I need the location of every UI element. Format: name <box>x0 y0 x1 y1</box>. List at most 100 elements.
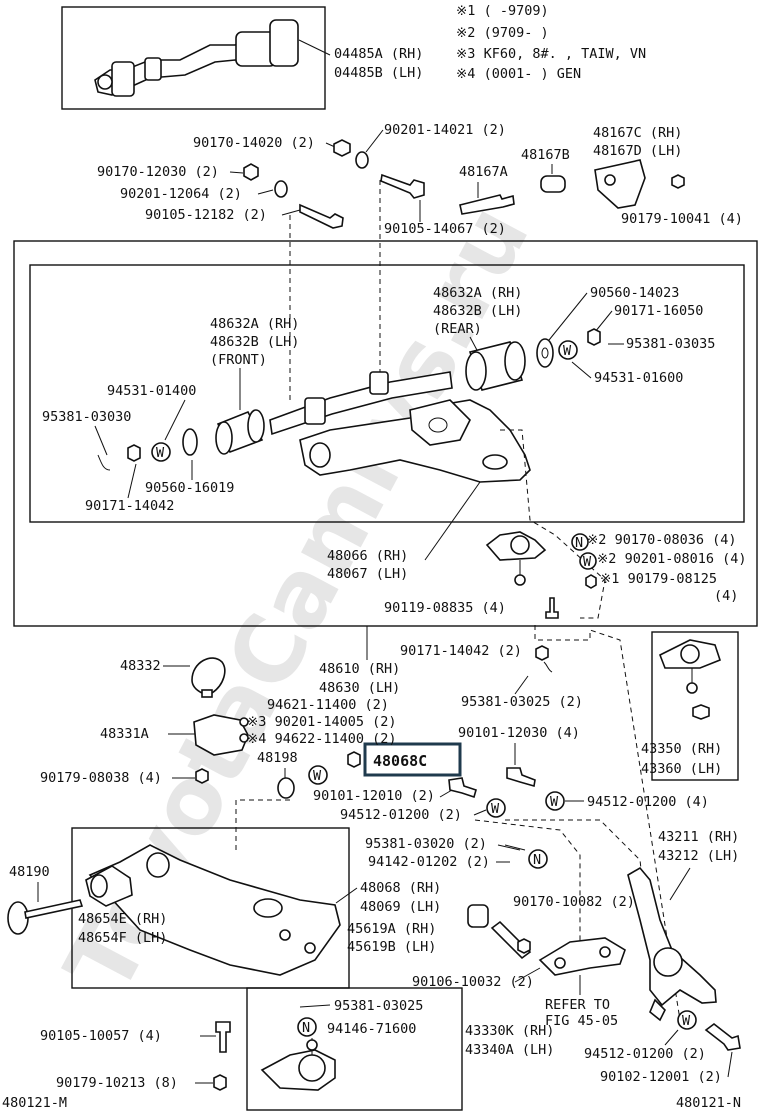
label-48068c[interactable]: 48068C <box>373 752 427 770</box>
label-94512-01200a: 94512-01200 (2) <box>340 807 462 823</box>
label-90201-12064: 90201-12064 (2) <box>120 186 242 202</box>
washer-mark-icon: W <box>486 798 506 818</box>
svg-text:N: N <box>575 535 583 551</box>
washer-mark-icon: W <box>558 340 578 360</box>
label-43330k: 43330K (RH) <box>465 1023 554 1039</box>
label-48610: 48610 (RH) <box>319 661 400 677</box>
label-48167a: 48167A <box>459 164 508 180</box>
svg-text:W: W <box>563 343 572 359</box>
label-90201-14005: ※3 90201-14005 (2) <box>247 714 396 730</box>
label-90119-08835: 90119-08835 (4) <box>384 600 506 616</box>
note-2: ※2 (9709- ) <box>456 25 549 41</box>
svg-text:W: W <box>583 554 592 570</box>
upper-ball-joint-drawing <box>485 531 547 586</box>
nut-icon <box>195 768 209 784</box>
washer-mark-icon: W <box>677 1010 697 1030</box>
label-48069: 48069 (LH) <box>360 899 441 915</box>
label-43211: 43211 (RH) <box>658 829 739 845</box>
svg-text:W: W <box>550 794 559 810</box>
label-rear: (REAR) <box>433 321 482 337</box>
svg-text:W: W <box>156 445 165 461</box>
label-94621-11400: 94621-11400 (2) <box>267 697 389 713</box>
label-90201-14021: 90201-14021 (2) <box>384 122 506 138</box>
label-48167c: 48167C (RH) <box>593 125 682 141</box>
label-95381-03035: 95381-03035 <box>626 336 715 352</box>
nut-icon <box>243 163 259 181</box>
label-48632b-front: 48632B (LH) <box>210 334 299 350</box>
nut-icon <box>347 751 361 768</box>
bolt-icon <box>704 1022 741 1051</box>
stabilizer-bar-inset-box <box>61 6 326 110</box>
washer-icon <box>274 180 288 198</box>
part-highlight-box <box>363 742 462 777</box>
footnotes: ※1 ( -9709) ※2 (9709- ) ※3 KF60, 8#. , T… <box>456 3 646 82</box>
plug-icon <box>277 777 295 799</box>
figure-code-m: 480121-M <box>2 1095 67 1111</box>
label-90105-12182: 90105-12182 (2) <box>145 207 267 223</box>
label-90106-10032: 90106-10032 (2) <box>412 974 534 990</box>
bracket-icon <box>594 159 646 209</box>
bolt-icon <box>215 1021 231 1053</box>
label-48167b: 48167B <box>521 147 570 163</box>
washer-mark-icon: W <box>545 791 565 811</box>
lower-arm-bolt-drawing <box>7 899 84 935</box>
label-95381-03020: 95381-03020 (2) <box>365 836 487 852</box>
label-48331a: 48331A <box>100 726 149 742</box>
label-90102-12001: 90102-12001 (2) <box>600 1069 722 1085</box>
label-94512-01200c: 94512-01200 (2) <box>584 1046 706 1062</box>
label-48632b-rear: 48632B (LH) <box>433 303 522 319</box>
label-90170-10082: 90170-10082 (2) <box>513 894 635 910</box>
label-95381-03030: 95381-03030 <box>42 409 131 425</box>
nut-mark-icon: N <box>571 533 589 551</box>
label-90560-14023: 90560-14023 <box>590 285 679 301</box>
note-1: ※1 ( -9709) <box>456 3 549 19</box>
washer-mark-icon: W <box>579 552 597 570</box>
nut-icon <box>517 938 531 954</box>
label-90170-08036: ※2 90170-08036 (4) <box>587 532 736 548</box>
lower-arm-drawing <box>85 844 341 976</box>
label-48632a-front: 48632A (RH) <box>210 316 299 332</box>
label-48066: 48066 (RH) <box>327 548 408 564</box>
label-45619a: 45619A (RH) <box>347 921 436 937</box>
label-fig-45-05: FIG 45-05 <box>545 1013 618 1029</box>
label-48068: 48068 (RH) <box>360 880 441 896</box>
svg-text:W: W <box>491 801 500 817</box>
bolt-icon <box>380 173 425 199</box>
svg-text:N: N <box>533 852 541 868</box>
label-90560-16019: 90560-16019 <box>145 480 234 496</box>
spacer-icon <box>540 175 566 193</box>
bolt-icon <box>506 767 536 788</box>
lower-ball-joint-inset-drawing <box>658 639 721 720</box>
label-94622-11400: ※4 94622-11400 (2) <box>247 731 396 747</box>
ball-joint-inset-box <box>651 631 739 781</box>
bushing-icon <box>467 904 489 928</box>
label-90170-14020: 90170-14020 (2) <box>193 135 315 151</box>
tie-rod-arm-drawing <box>538 937 626 976</box>
label-48632a-rear: 48632A (RH) <box>433 285 522 301</box>
note-4: ※4 (0001- ) GEN <box>456 66 581 82</box>
lower-ball-joint-drawing <box>260 1038 336 1091</box>
label-94142-01202: 94142-01202 (2) <box>368 854 490 870</box>
label-43350: 43350 (RH) <box>641 741 722 757</box>
label-48067: 48067 (LH) <box>327 566 408 582</box>
svg-text:N: N <box>302 1020 310 1036</box>
label-43360: 43360 (LH) <box>641 761 722 777</box>
label-48332: 48332 <box>120 658 161 674</box>
label-94531-01400: 94531-01400 <box>107 383 196 399</box>
label-04485a: 04485A (RH) <box>334 46 423 62</box>
nut-mark-icon: N <box>528 849 548 869</box>
washer-mark-icon: W <box>151 442 171 462</box>
label-48630: 48630 (LH) <box>319 680 400 696</box>
upper-arm-inner-box <box>29 264 745 523</box>
figure-code-n: 480121-N <box>676 1095 741 1111</box>
label-94531-01600: 94531-01600 <box>594 370 683 386</box>
label-04485b: 04485B (LH) <box>334 65 423 81</box>
label-90101-12030: 90101-12030 (4) <box>458 725 580 741</box>
label-95381-03025b: 95381-03025 <box>334 998 423 1014</box>
label-48198: 48198 <box>257 750 298 766</box>
nut-icon <box>585 574 597 589</box>
label-90101-12010: 90101-12010 (2) <box>313 788 435 804</box>
bolt-icon <box>448 777 477 799</box>
label-90171-14042a: 90171-14042 <box>85 498 174 514</box>
